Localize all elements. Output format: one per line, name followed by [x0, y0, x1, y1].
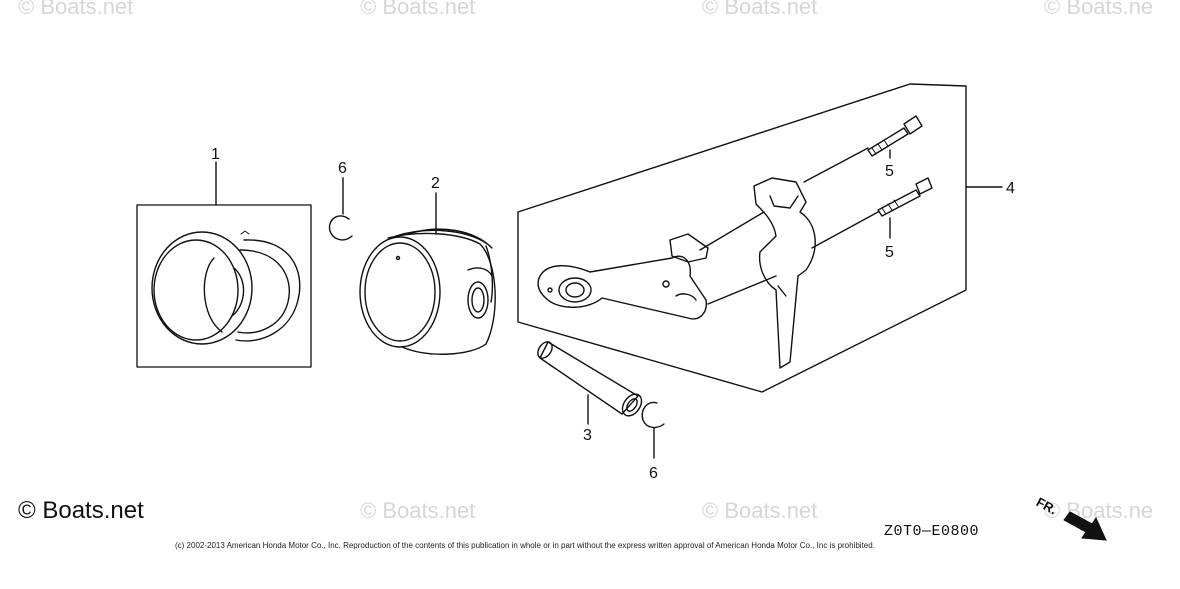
watermark: © Boats.ne [1044, 0, 1154, 19]
callout-6: 6 [649, 465, 658, 482]
diagram-code: Z0T0—E0800 [884, 523, 980, 540]
watermark: © Boats.net [702, 498, 818, 523]
brand-label: © Boats.net [18, 497, 144, 524]
watermark: © Boats.ne [1044, 498, 1154, 523]
piston-pin-clip-lower[interactable] [641, 401, 665, 459]
watermark: © Boats.net [18, 0, 134, 19]
callout-5: 5 [885, 163, 894, 180]
connecting-rod-bolt-lower[interactable] [877, 177, 933, 239]
callout-4: 4 [1006, 180, 1015, 197]
callout-2: 2 [431, 175, 440, 192]
piston-ring-set[interactable] [136, 161, 312, 368]
piston[interactable] [359, 192, 496, 355]
callout-5: 5 [885, 244, 894, 261]
watermark: © Boats.net [360, 0, 476, 19]
front-label: FR. [1034, 494, 1060, 517]
watermark: © Boats.net [360, 498, 476, 523]
copyright-notice: (c) 2002-2013 American Honda Motor Co., … [175, 541, 875, 550]
callout-3: 3 [583, 427, 592, 444]
watermark: © Boats.net [702, 0, 818, 19]
connecting-rod-assembly[interactable] [517, 83, 1003, 393]
callout-1: 1 [211, 146, 220, 163]
piston-pin[interactable] [535, 339, 646, 425]
front-direction-arrow: FR. [1034, 494, 1107, 541]
piston-pin-clip-upper[interactable] [328, 177, 353, 241]
callout-6: 6 [338, 160, 347, 177]
connecting-rod-bolt-upper[interactable] [867, 115, 923, 159]
